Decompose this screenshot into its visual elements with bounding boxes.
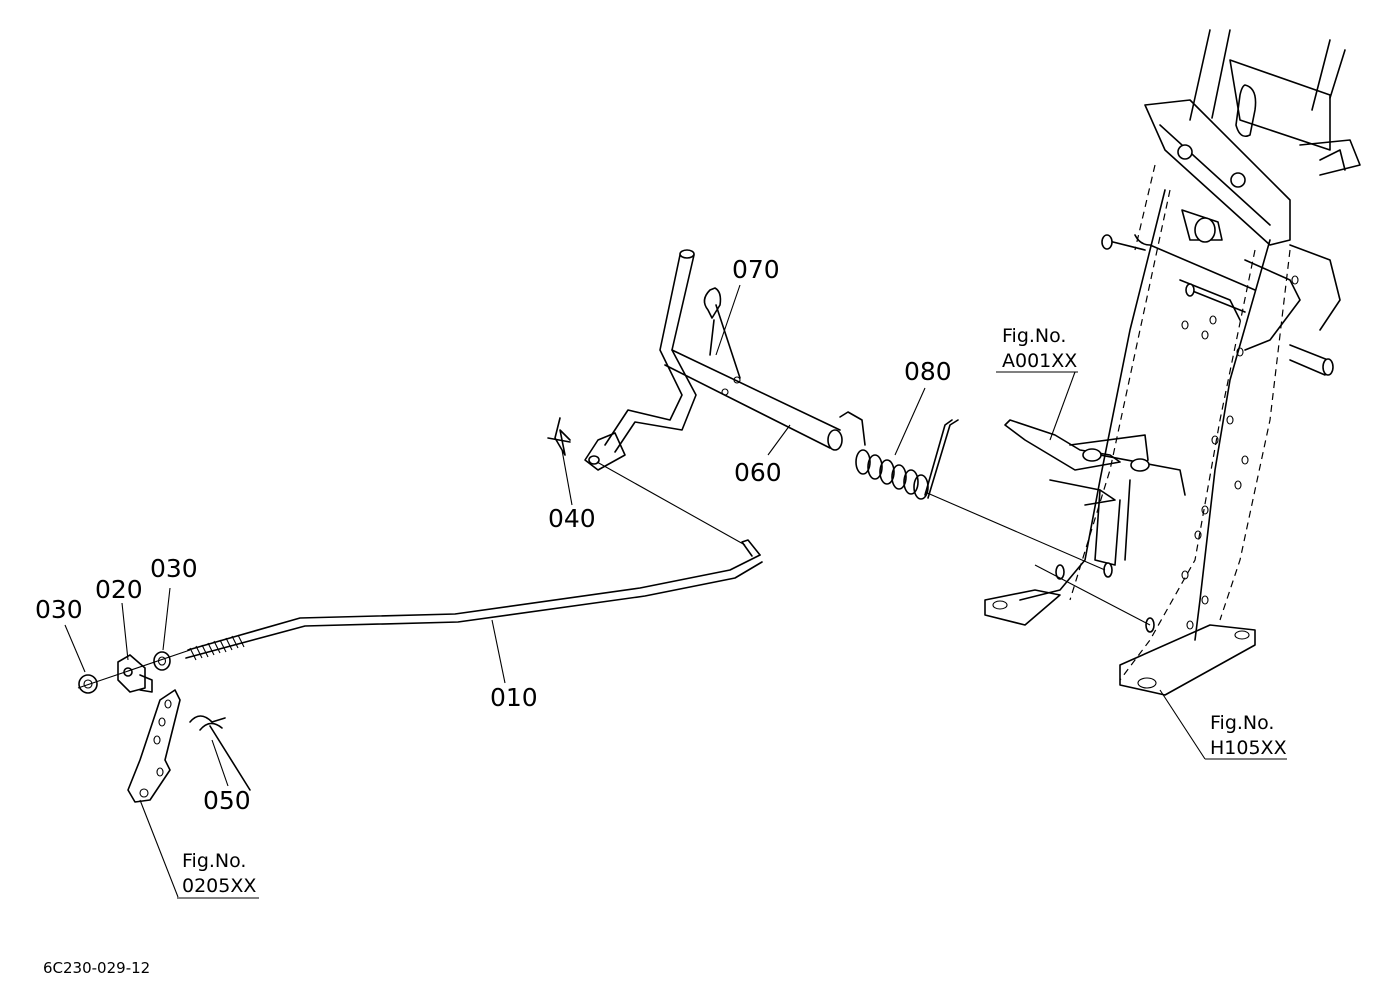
ref-a001-label: Fig.No. [1002, 325, 1066, 347]
ref-a001-code: A001XX [1002, 350, 1077, 372]
part-label-030-left: 030 [35, 595, 83, 624]
bracket-050 [127, 689, 251, 803]
part-label-070: 070 [732, 255, 780, 284]
pin-070 [703, 287, 741, 379]
ref-0205-label: Fig.No. [182, 850, 246, 872]
part-label-040: 040 [548, 504, 596, 533]
ref-h105-code: H105XX [1210, 737, 1287, 759]
spring-080 [839, 411, 959, 500]
part-label-050: 050 [203, 786, 251, 815]
plate-holes [1181, 275, 1299, 630]
ref-h105-label: Fig.No. [1210, 712, 1274, 734]
clip-040 [547, 417, 571, 456]
part-label-010: 010 [490, 683, 538, 712]
part-label-060: 060 [734, 458, 782, 487]
part-label-080: 080 [904, 357, 952, 386]
ref-0205-code: 0205XX [182, 875, 256, 897]
drawing-code: 6C230-029-12 [43, 959, 150, 977]
fittings-020-030 [77, 649, 191, 694]
frame-assembly [984, 29, 1361, 696]
rod-010 [185, 539, 763, 661]
leader-lines [64, 284, 1206, 898]
part-label-030-right: 030 [150, 554, 198, 583]
lever-060 [584, 249, 843, 471]
ref-underlines [177, 371, 1287, 899]
part-label-020: 020 [95, 575, 143, 604]
